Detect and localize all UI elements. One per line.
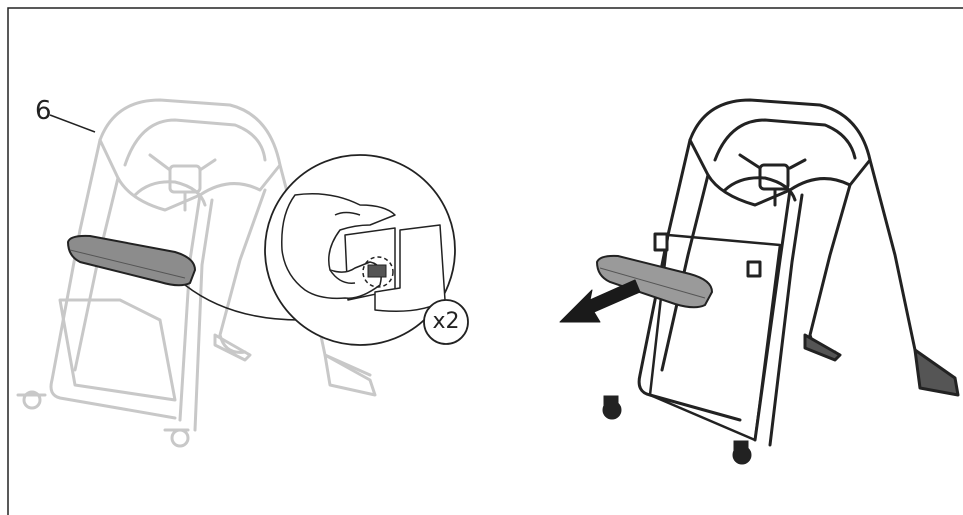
detail-callout <box>264 154 456 346</box>
step-leader <box>49 114 96 133</box>
quantity-badge <box>423 299 469 345</box>
tray-after <box>595 254 714 309</box>
arrow-down-left-icon <box>559 279 641 323</box>
quantity-label: x2 <box>432 309 460 334</box>
finger-press-icon <box>281 193 446 312</box>
wheels-after <box>602 395 752 465</box>
high-chair-after <box>637 98 960 447</box>
page-border <box>7 7 963 515</box>
tray-before <box>66 234 197 287</box>
latch-indicator <box>362 256 394 288</box>
step-number: 6 <box>35 96 52 126</box>
